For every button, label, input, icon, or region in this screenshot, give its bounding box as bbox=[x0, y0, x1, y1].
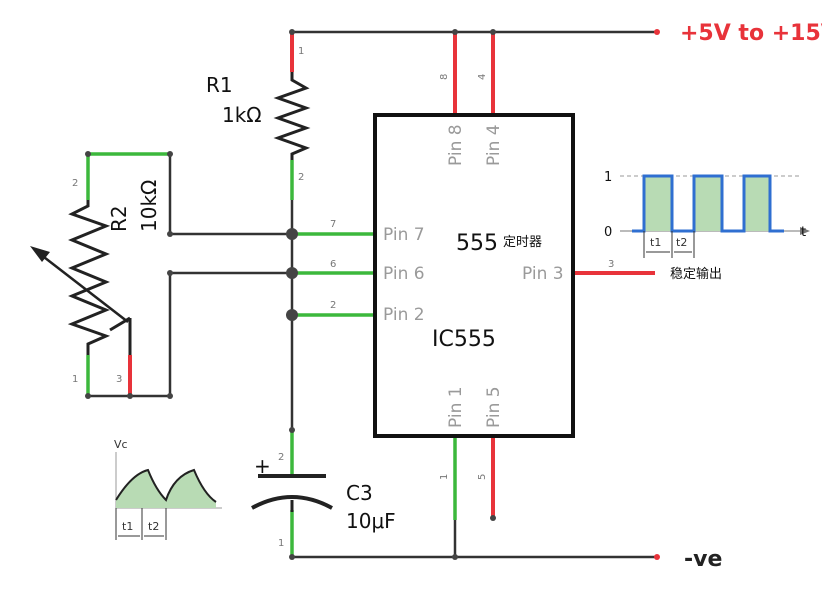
r2-pin-bottom: 1 bbox=[72, 374, 78, 385]
wires bbox=[88, 30, 655, 559]
pin8-label: Pin 8 bbox=[446, 124, 466, 166]
ic-555-body bbox=[373, 113, 575, 438]
capacitor-waveform bbox=[115, 452, 222, 540]
r2-pin-wiper: 3 bbox=[116, 374, 122, 385]
pin1-number: 1 bbox=[439, 474, 450, 480]
cap-wave-t2-label: t2 bbox=[148, 520, 159, 533]
c3-plate-bottom bbox=[251, 495, 333, 510]
positive-terminal bbox=[654, 29, 660, 35]
pin7-number: 7 bbox=[330, 219, 336, 230]
wave-t1-label: t1 bbox=[650, 236, 661, 249]
ic-title: 555 bbox=[456, 231, 498, 256]
negative-supply-label: -ve bbox=[684, 547, 722, 572]
pin3-label: Pin 3 bbox=[522, 264, 564, 284]
pin4-label: Pin 4 bbox=[484, 124, 504, 166]
r2-value: 10kΩ bbox=[137, 180, 161, 232]
red-leads bbox=[128, 32, 655, 518]
output-label: 稳定输出 bbox=[670, 266, 722, 282]
output-waveform bbox=[620, 174, 810, 258]
green-leads bbox=[86, 152, 457, 557]
c3-pin-top: 2 bbox=[278, 452, 284, 463]
pin6-number: 6 bbox=[330, 259, 336, 270]
positive-supply-label: +5V to +15V bbox=[680, 21, 822, 46]
c3-polarity: + bbox=[254, 454, 271, 478]
r1-value: 1kΩ bbox=[222, 103, 262, 127]
variable-arrow bbox=[39, 253, 129, 323]
cap-wave-axis-label: Vc bbox=[114, 438, 128, 451]
c3-name: C3 bbox=[346, 481, 373, 505]
c3-value: 10μF bbox=[346, 509, 396, 533]
ic-part-number: IC555 bbox=[432, 327, 496, 352]
r1-pin-bottom: 2 bbox=[298, 172, 304, 183]
c3-pin-bottom: 1 bbox=[278, 538, 284, 549]
pin2-number: 2 bbox=[330, 300, 336, 311]
pin1-label: Pin 1 bbox=[446, 386, 466, 428]
pin4-number: 4 bbox=[477, 74, 488, 80]
pin8-number: 8 bbox=[439, 74, 450, 80]
wave-axis-label: t bbox=[801, 225, 806, 240]
r1-pin-top: 1 bbox=[298, 46, 304, 57]
pin3-number: 3 bbox=[608, 259, 614, 270]
wave-low-label: 0 bbox=[604, 225, 612, 240]
r2-pin-top: 2 bbox=[72, 178, 78, 189]
pin2-label: Pin 2 bbox=[383, 305, 425, 325]
ic-subtitle: 定时器 bbox=[503, 235, 542, 250]
pin5-number: 5 bbox=[477, 474, 488, 480]
pin7-label: Pin 7 bbox=[383, 225, 425, 245]
arrow-head bbox=[30, 246, 50, 262]
r1-name: R1 bbox=[206, 73, 233, 97]
pin6-label: Pin 6 bbox=[383, 264, 425, 284]
wave-high-label: 1 bbox=[604, 170, 612, 185]
negative-terminal bbox=[654, 554, 660, 560]
pin5-label: Pin 5 bbox=[484, 386, 504, 428]
cap-wave-t1-label: t1 bbox=[122, 520, 133, 533]
junction-dots bbox=[85, 29, 496, 560]
r1-resistor bbox=[273, 72, 311, 160]
wave-t2-label: t2 bbox=[676, 236, 687, 249]
r2-potentiometer bbox=[67, 200, 111, 355]
r2-name: R2 bbox=[107, 205, 131, 232]
